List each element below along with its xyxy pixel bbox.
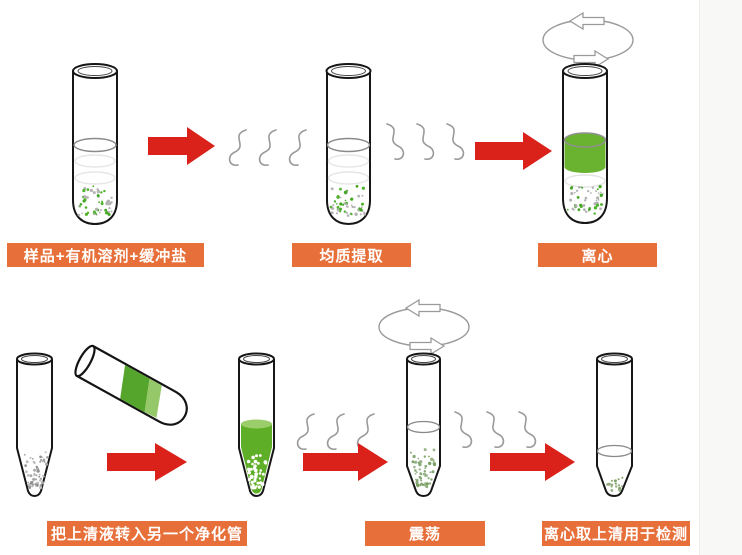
tube-homogenize: [325, 63, 372, 226]
flow-arrow-5: [490, 443, 575, 481]
pour-tube: [74, 344, 188, 426]
tube-purify: [238, 352, 275, 498]
sample-particles: [566, 185, 604, 215]
flow-arrow-4: [303, 443, 388, 481]
step-label-5: 震荡: [365, 521, 485, 546]
tube-vortex: [406, 352, 441, 498]
flow-arrow-2: [475, 132, 552, 170]
right-gutter: [699, 0, 742, 555]
sediment-particles: [23, 451, 49, 490]
vibration-squiggles-bottom-left: [296, 413, 375, 450]
purify-particles: [246, 454, 268, 490]
flow-arrow-1: [148, 127, 215, 165]
tube-sample: [72, 63, 118, 226]
tube-sediment: [16, 352, 53, 498]
vortex-particles: [410, 448, 437, 488]
step-label-4: 把上清液转入另一个净化管: [47, 521, 247, 546]
sample-particles: [77, 185, 113, 217]
step-label-2: 均质提取: [292, 243, 411, 267]
final-particles: [606, 476, 624, 492]
vibration-squiggles-bottom-right: [454, 411, 537, 448]
step-label-1: 样品+有机溶剂+缓冲盐: [7, 243, 204, 267]
rotation-icon-top: [542, 11, 634, 69]
vibration-squiggles-top-left: [228, 129, 307, 166]
tube-final: [596, 352, 633, 498]
vibration-squiggles-top-right: [386, 123, 465, 160]
tube-centrifuge: [562, 63, 608, 225]
flow-arrow-3: [107, 443, 187, 481]
step-label-3: 离心: [538, 243, 657, 267]
sample-particles: [329, 184, 367, 217]
step-label-6: 离心取上清用于检测: [542, 521, 690, 546]
rotation-icon-bottom: [378, 298, 470, 356]
